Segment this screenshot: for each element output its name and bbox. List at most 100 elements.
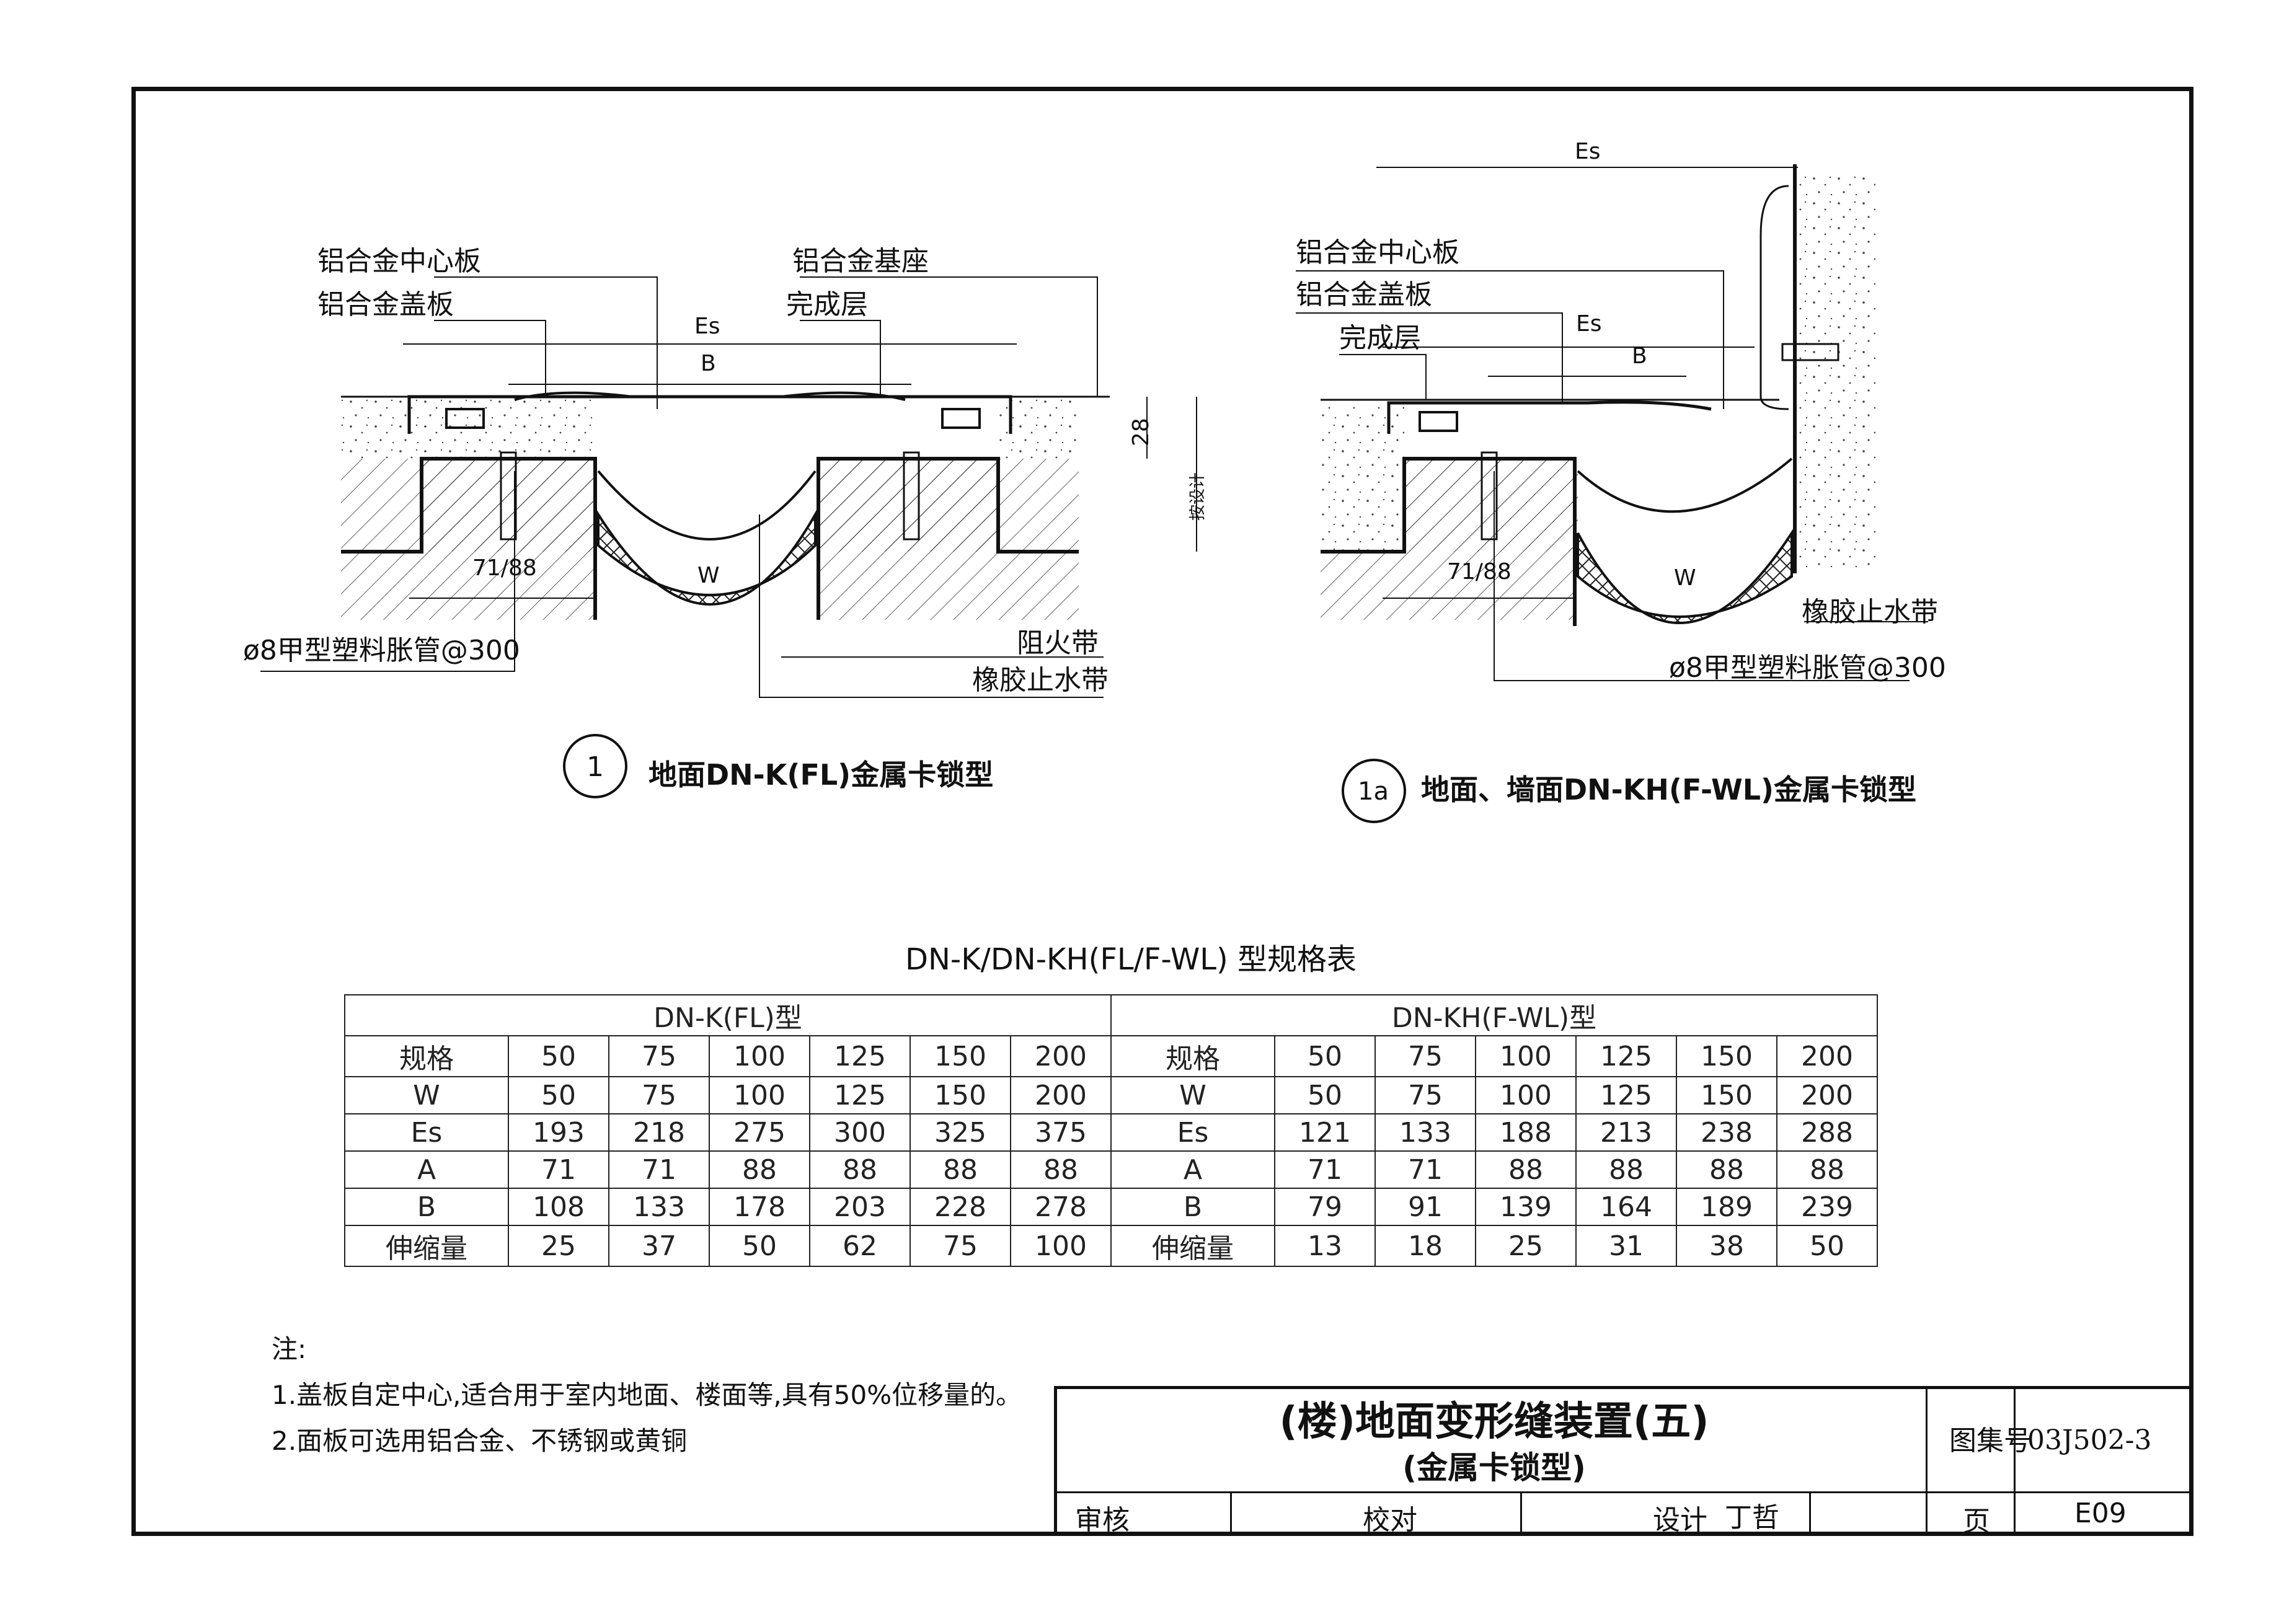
spec-cell-right: 88: [1575, 1150, 1677, 1189]
spec-row-label-right: 伸缩量: [1110, 1225, 1275, 1267]
d1a-caption: 地面、墙面DN-KH(F-WL)金属卡锁型: [1421, 773, 1916, 806]
spec-cell-left: 50: [508, 1076, 609, 1114]
d1a-label-anchor: ø8甲型塑料胀管@300: [1669, 652, 1946, 684]
spec-cell-left: 71: [608, 1150, 710, 1189]
notes-heading: 注:: [272, 1334, 307, 1364]
spec-cell-right: 71: [1274, 1150, 1376, 1189]
spec-cell-left: 100: [1010, 1225, 1112, 1267]
spec-cell-left: 100: [709, 1076, 810, 1114]
atlas-number: 03J502-3: [2027, 1424, 2152, 1456]
d1-label-fire-band: 阻火带: [1017, 627, 1099, 659]
d1-dim-w: W: [697, 563, 720, 588]
d1a-dim-b: B: [1632, 343, 1647, 369]
spec-cell-left: 125: [809, 1035, 911, 1077]
spec-cell-left: 88: [809, 1150, 911, 1189]
d1-dim-28: 28: [1128, 418, 1154, 446]
spec-cell-left: 150: [910, 1035, 1011, 1077]
spec-cell-right: 13: [1274, 1225, 1376, 1267]
spec-cell-left: 125: [809, 1076, 911, 1114]
spec-cell-left: 200: [1010, 1035, 1112, 1077]
spec-row-label-left: 伸缩量: [344, 1225, 509, 1267]
page-label: 页: [1963, 1506, 1990, 1537]
title-block-title: (楼)地面变形缝装置(五): [1279, 1399, 1709, 1445]
d1a-dim-es: Es: [1576, 311, 1602, 337]
spec-cell-right: 239: [1776, 1188, 1878, 1226]
title-block-subtitle: (金属卡锁型): [1402, 1450, 1586, 1486]
d1a-number: 1a: [1358, 777, 1389, 806]
spec-cell-left: 50: [709, 1225, 810, 1267]
note-item-2: 2.面板可选用铝合金、不锈钢或黄铜: [272, 1426, 688, 1456]
d1-label-cover-plate: 铝合金盖板: [317, 289, 454, 320]
d1a-number-circle: [1342, 759, 1406, 823]
spec-cell-right: 38: [1676, 1225, 1777, 1267]
spec-cell-right: 31: [1575, 1225, 1677, 1267]
spec-row-label-right: B: [1110, 1188, 1275, 1226]
d1-label-finish-layer: 完成层: [786, 289, 868, 320]
spec-group-right: DN-KH(F-WL)型: [1110, 994, 1878, 1036]
d1a-label-waterstop: 橡胶止水带: [1802, 596, 1938, 628]
spec-cell-right: 164: [1575, 1188, 1677, 1226]
d1a-dim-w: W: [1674, 565, 1696, 591]
spec-row-label-right: A: [1110, 1150, 1275, 1189]
atlas-label: 图集号: [1949, 1425, 2031, 1457]
spec-cell-left: 75: [608, 1035, 710, 1077]
spec-group-left: DN-K(FL)型: [344, 994, 1112, 1036]
spec-cell-left: 50: [508, 1035, 609, 1077]
spec-cell-left: 25: [508, 1225, 609, 1267]
d1-number-circle: [563, 734, 627, 798]
d1a-label-cover-plate: 铝合金盖板: [1296, 279, 1432, 311]
spec-cell-right: 238: [1676, 1113, 1777, 1152]
d1-dim-b: B: [701, 351, 716, 376]
check-label: 校对: [1363, 1504, 1417, 1536]
spec-cell-right: 189: [1676, 1188, 1777, 1226]
d1-number: 1: [586, 751, 604, 783]
d1-label-waterstop: 橡胶止水带: [972, 664, 1109, 696]
spec-cell-left: 75: [608, 1076, 710, 1114]
spec-cell-left: 150: [910, 1076, 1011, 1114]
spec-cell-right: 88: [1776, 1150, 1878, 1189]
spec-cell-right: 121: [1274, 1113, 1376, 1152]
title-block: (楼)地面变形缝装置(五) (金属卡锁型) 图集号 03J502-3 审核 校对…: [1054, 1386, 2193, 1537]
d1-label-base: 铝合金基座: [792, 245, 929, 277]
spec-cell-left: 228: [910, 1188, 1011, 1226]
spec-cell-right: 100: [1475, 1076, 1577, 1114]
spec-cell-right: 88: [1475, 1150, 1577, 1189]
detail-1-drawing: [260, 276, 1197, 698]
drawing-frame: [131, 87, 2193, 1536]
spec-cell-right: 71: [1374, 1150, 1476, 1189]
spec-cell-left: 278: [1010, 1188, 1112, 1226]
spec-cell-left: 108: [508, 1188, 609, 1226]
spec-row-label-left: B: [344, 1188, 509, 1226]
spec-cell-left: 178: [709, 1188, 810, 1226]
spec-cell-right: 139: [1475, 1188, 1577, 1226]
spec-cell-left: 275: [709, 1113, 810, 1152]
detail-1a-drawing: [1296, 164, 1928, 681]
spec-row-label-left: W: [344, 1076, 509, 1114]
spec-cell-left: 193: [508, 1113, 609, 1152]
d1a-label-center-plate: 铝合金中心板: [1296, 237, 1459, 268]
spec-row-label-right: W: [1110, 1076, 1275, 1114]
spec-cell-right: 75: [1374, 1035, 1476, 1077]
spec-cell-right: 91: [1374, 1188, 1476, 1226]
spec-row-label-left: A: [344, 1150, 509, 1189]
spec-cell-left: 200: [1010, 1076, 1112, 1114]
spec-cell-right: 150: [1676, 1035, 1777, 1077]
spec-cell-right: 200: [1776, 1035, 1878, 1077]
spec-cell-right: 25: [1475, 1225, 1577, 1267]
spec-row-label-right: Es: [1110, 1113, 1275, 1152]
spec-cell-right: 288: [1776, 1113, 1878, 1152]
page-number: E09: [2074, 1498, 2127, 1529]
d1-dim-by-design: 按设计: [1188, 472, 1207, 521]
spec-cell-right: 88: [1676, 1150, 1777, 1189]
spec-row-label-right: 规格: [1110, 1035, 1275, 1077]
spec-cell-left: 325: [910, 1113, 1011, 1152]
spec-cell-left: 37: [608, 1225, 710, 1267]
spec-cell-left: 100: [709, 1035, 810, 1077]
notes: 注: 1.盖板自定中心,适合用于室内地面、楼面等,具有50%位移量的。 2.面板…: [272, 1326, 1022, 1464]
